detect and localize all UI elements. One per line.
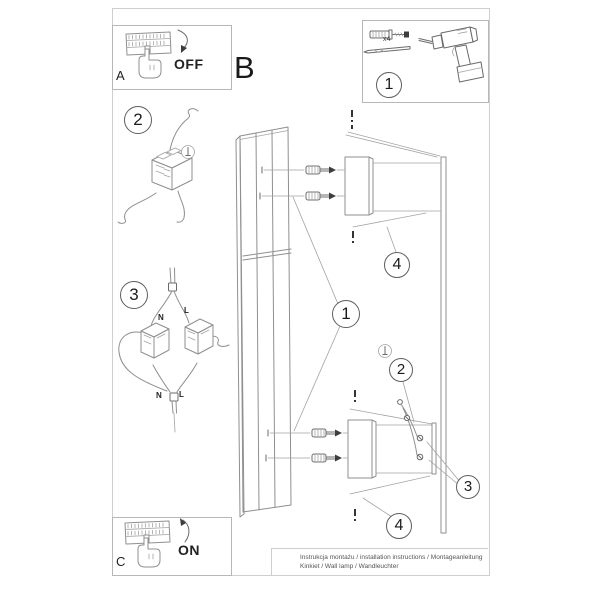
drill-bit-icon: [363, 46, 411, 54]
hand-icon: [138, 48, 162, 79]
tools-step-badge: 1: [376, 72, 402, 98]
power-on-box: [112, 517, 232, 576]
arrow-up-icon: [180, 518, 190, 543]
drill-icon: [418, 26, 484, 83]
box-a-letter: A: [116, 68, 125, 83]
lamp-panel: [235, 126, 292, 518]
wall-plug-screw-icon: [369, 29, 409, 40]
screwdriver-badge-icon: [181, 145, 195, 159]
breaker-panel-on-icon: [124, 518, 190, 568]
mounting-bracket-bottom: [347, 390, 437, 523]
terminal-block-step2: [117, 108, 199, 224]
breaker-panel-off-icon: [125, 29, 188, 79]
hand-icon: [137, 537, 161, 568]
step-badge-2-left: 2: [124, 106, 152, 134]
wiring-step3: [118, 267, 230, 433]
mounting-screws-bottom: [311, 428, 348, 463]
badge-leader-lines: [292, 196, 462, 518]
main-diagram: [235, 110, 462, 534]
step-badge-1-main: 1: [332, 300, 360, 328]
step-badge-4-top: 4: [384, 252, 410, 278]
terminal-wires: [397, 399, 424, 461]
wiring-steps-drawing: [117, 108, 230, 433]
footer-line1: Instrukcja montażu / installation instru…: [300, 554, 483, 561]
wire-label-l-bottom: L: [179, 390, 184, 399]
step-badge-4-bottom: 4: [386, 513, 412, 539]
mounting-screws-top: [305, 165, 345, 201]
screwdriver-badge-icon: [378, 344, 392, 358]
off-label: OFF: [174, 56, 204, 72]
section-label-b: B: [234, 50, 255, 85]
breaker-panel-icon: [125, 31, 172, 56]
step-badge-3-left: 3: [120, 281, 148, 309]
mounting-bracket-top: [344, 110, 441, 245]
footer-title-block: Instrukcja montażu / installation instru…: [271, 548, 488, 575]
wire-label-l-top: L: [184, 306, 189, 315]
footer-line2: Kinkiet / Wall lamp / Wandleuchter: [300, 563, 399, 570]
step-badge-3-right: 3: [456, 475, 480, 499]
quantity-label: x4: [383, 36, 391, 43]
wall-rail: [440, 156, 447, 534]
box-c-letter: C: [116, 554, 126, 569]
tools-box-drawing: [363, 26, 484, 83]
step-badge-2-right: 2: [389, 358, 413, 382]
wire-label-n-top: N: [158, 313, 164, 322]
power-off-box: [112, 25, 232, 90]
arrow-down-icon: [177, 29, 188, 53]
screw-leader-lines: [259, 166, 311, 462]
wire-label-n-bottom: N: [156, 391, 162, 400]
on-label: ON: [178, 542, 200, 558]
